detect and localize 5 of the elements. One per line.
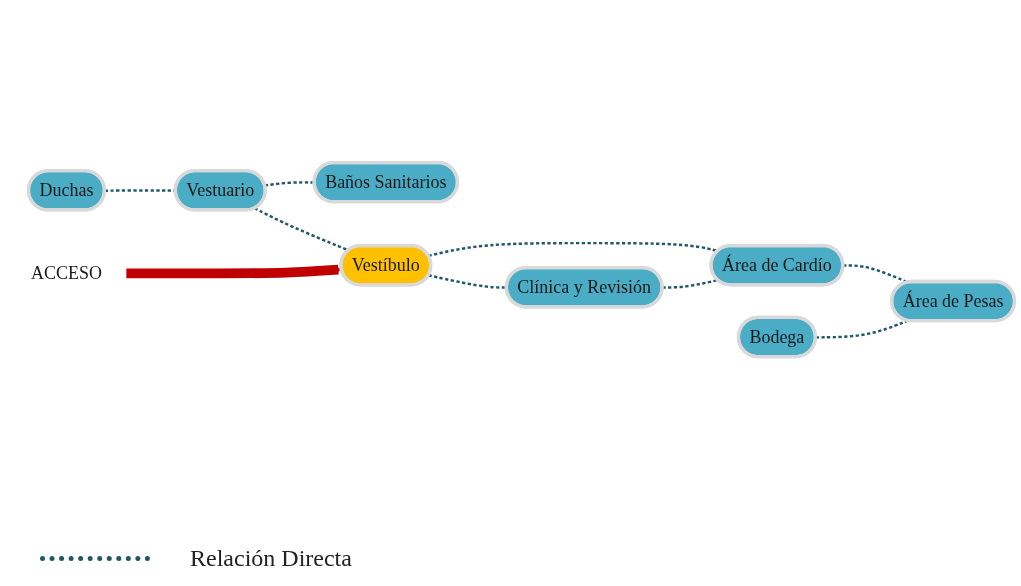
node-text: ACCESO: [31, 263, 102, 284]
connector: [428, 242, 719, 258]
legend-label: Relación Directa: [190, 545, 352, 572]
arrow: [125, 265, 342, 279]
connector: [254, 207, 349, 252]
